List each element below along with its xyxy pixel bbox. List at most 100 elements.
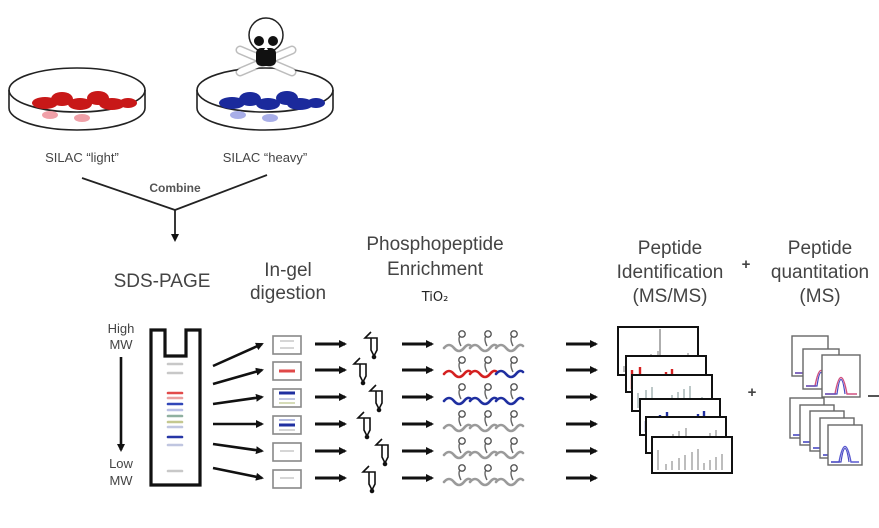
combine-connector	[81, 174, 268, 242]
fraction-row	[212, 330, 598, 368]
fraction-arrow	[212, 342, 264, 368]
phosphate-icon	[458, 330, 466, 338]
phosphopeptide-group	[442, 410, 525, 433]
msms-spectra-stack	[617, 326, 733, 474]
phosphopeptide-group	[442, 330, 525, 353]
tube-icon	[368, 384, 383, 413]
step-identification-line2: Identification	[616, 262, 724, 283]
gel-piece	[272, 335, 302, 355]
plus-sign-mid: +	[747, 384, 757, 401]
silac-heavy-label: SILAC “heavy”	[222, 150, 308, 165]
fraction-row	[212, 464, 598, 494]
fraction-arrow	[212, 442, 264, 455]
fraction-arrow	[212, 393, 264, 406]
peptide-chain	[442, 396, 473, 406]
high-mw-line2: MW	[109, 337, 133, 352]
fraction-rows	[212, 330, 598, 494]
phosphate-icon	[458, 383, 466, 391]
step-sds-page: SDS-PAGE	[113, 271, 211, 292]
combine-label: Combine	[149, 181, 201, 195]
phosphate-icon	[458, 410, 466, 418]
step-identification-line3: (MS/MS)	[632, 286, 708, 307]
peptide-chain	[494, 369, 525, 379]
peptide-chain	[494, 343, 525, 353]
phosphopeptide-group	[442, 383, 525, 406]
fraction-arrow	[212, 367, 264, 386]
tube-icon	[352, 357, 367, 386]
tube-icon	[361, 465, 376, 494]
phosphate-icon	[510, 437, 518, 445]
peptide-chain	[442, 343, 473, 353]
gel-bands	[166, 362, 184, 473]
phosphate-icon	[510, 464, 518, 472]
cells-light	[32, 91, 137, 122]
peptide-chain	[442, 369, 473, 379]
msms-spectrum-panel	[651, 436, 733, 474]
phosphate-icon	[458, 356, 466, 364]
phosphate-icon	[484, 437, 492, 445]
phosphate-icon	[510, 330, 518, 338]
phosphate-icon	[484, 383, 492, 391]
peptide-chain	[468, 343, 499, 353]
sds-page-gel	[149, 328, 202, 487]
ms-quant-panel	[827, 424, 863, 466]
plus-sign-header: +	[741, 256, 751, 273]
peptide-chain	[468, 396, 499, 406]
phosphate-icon	[484, 464, 492, 472]
tube-icon	[356, 411, 371, 440]
peptide-chain	[494, 450, 525, 460]
fraction-row	[213, 410, 598, 440]
phosphate-icon	[458, 464, 466, 472]
gel-piece	[272, 361, 302, 381]
skull-crossbones-icon	[235, 17, 297, 77]
peptide-chain	[494, 396, 525, 406]
peptide-chain	[494, 423, 525, 433]
step-enrichment-line2: Enrichment	[386, 259, 484, 280]
cells-heavy	[219, 91, 325, 122]
fraction-row	[212, 356, 598, 386]
phosphate-icon	[510, 383, 518, 391]
tube-icon	[363, 331, 378, 360]
phosphopeptide-group	[442, 437, 525, 460]
petri-dish-heavy	[196, 67, 334, 131]
enrichment-reagent: TiO₂	[421, 290, 449, 305]
step-quantitation-line3: (MS)	[799, 286, 841, 307]
step-in-gel-line2: digestion	[249, 283, 327, 304]
phosphopeptide-group	[442, 464, 525, 487]
gel-piece	[272, 388, 302, 408]
gel-piece	[272, 442, 302, 462]
step-in-gel-line1: In-gel	[264, 260, 312, 281]
peptide-chain	[442, 423, 473, 433]
peptide-chain	[494, 477, 525, 487]
peptide-chain	[468, 423, 499, 433]
fraction-row	[212, 437, 598, 467]
phosphopeptide-group	[442, 356, 525, 379]
ms-quant-panels	[789, 335, 863, 466]
petri-dish-light	[8, 67, 146, 131]
step-identification-line1: Peptide	[637, 238, 703, 259]
high-mw-line1: High	[107, 321, 135, 336]
tube-icon	[374, 438, 389, 467]
phosphate-icon	[484, 410, 492, 418]
phosphate-icon	[510, 410, 518, 418]
step-enrichment-line1: Phosphopeptide	[366, 234, 504, 255]
peptide-chain	[468, 450, 499, 460]
silac-light-label: SILAC “light”	[45, 150, 119, 165]
fraction-row	[212, 383, 598, 413]
peptide-chain	[468, 369, 499, 379]
phosphate-icon	[510, 356, 518, 364]
phosphate-icon	[484, 356, 492, 364]
phosphate-icon	[484, 330, 492, 338]
step-quantitation-line2: quantitation	[770, 262, 870, 283]
gel-piece	[272, 469, 302, 489]
peptide-chain	[442, 477, 473, 487]
low-mw-line2: MW	[109, 473, 133, 488]
step-quantitation-line1: Peptide	[787, 238, 853, 259]
peptide-chain	[442, 450, 473, 460]
fraction-arrow	[212, 466, 264, 481]
phosphate-icon	[458, 437, 466, 445]
peptide-chain	[468, 477, 499, 487]
gel-piece	[272, 415, 302, 435]
low-mw-line1: Low	[109, 456, 133, 471]
